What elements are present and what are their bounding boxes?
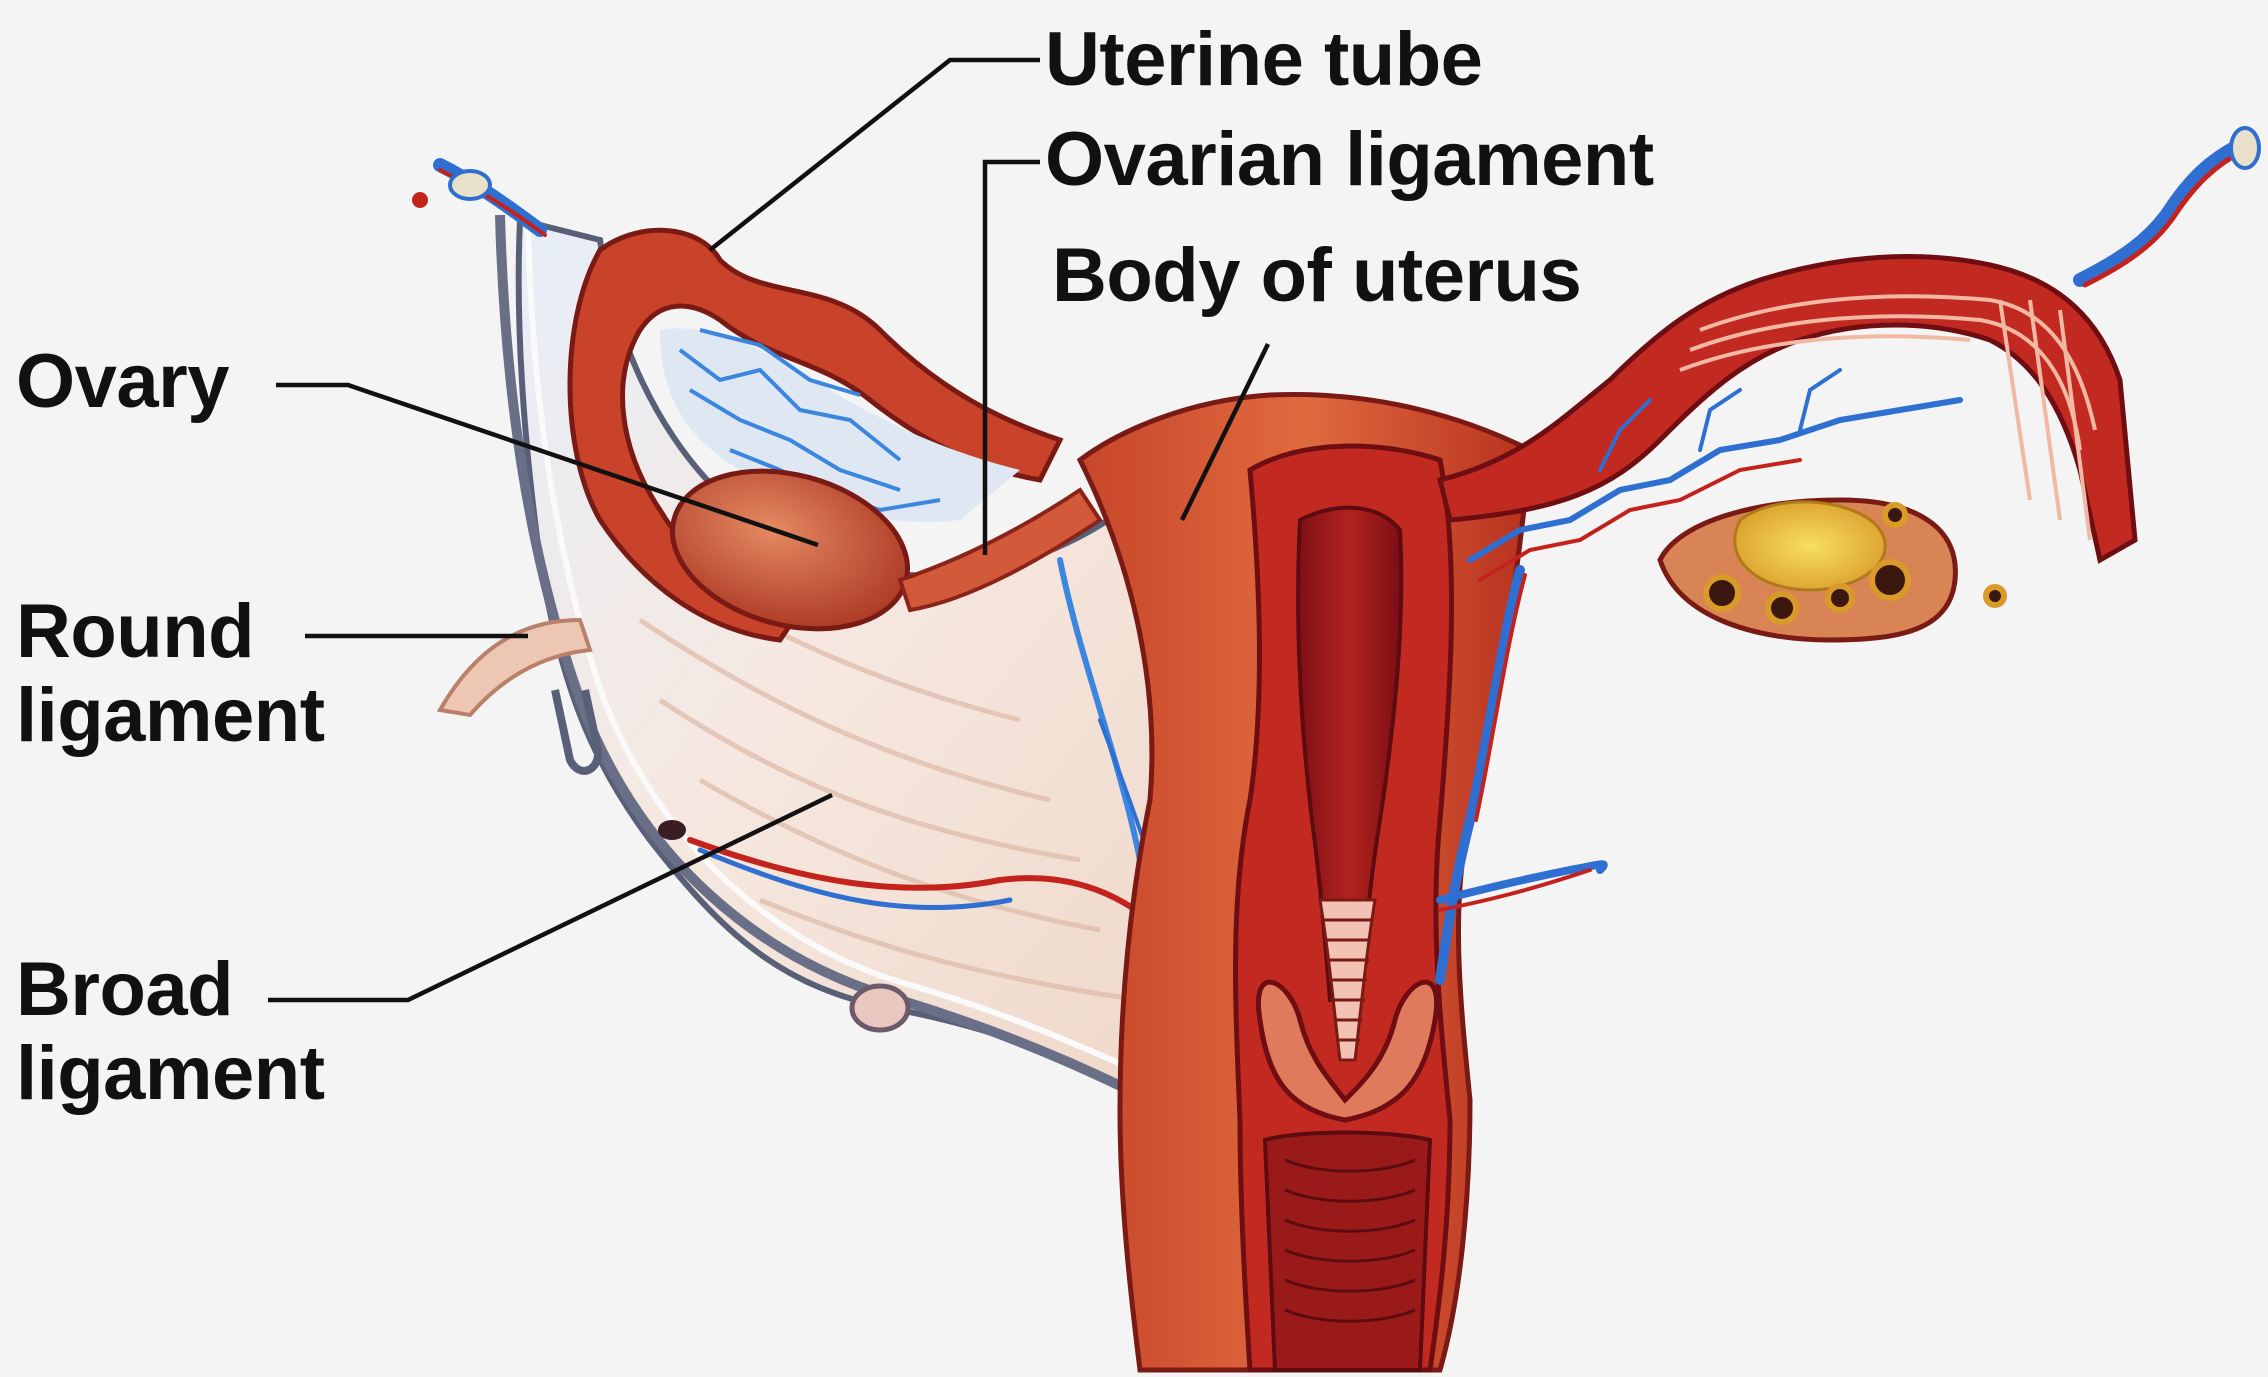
ligament-vessel-cut [852, 986, 908, 1030]
label-round-ligament: Round ligament [16, 590, 325, 758]
ligament-vessel-cut-2 [658, 820, 686, 840]
label-ovarian-ligament: Ovarian ligament [1045, 118, 1654, 202]
label-broad-ligament-line-1: Broad [16, 948, 325, 1032]
label-broad-ligament: Broad ligament [16, 948, 325, 1116]
label-uterine-tube: Uterine tube [1045, 18, 1482, 102]
right-suspensory-vessels [2080, 128, 2259, 285]
leader-uterine-tube [710, 60, 1040, 250]
label-round-ligament-line-1: Round [16, 590, 325, 674]
leader-ovarian-ligament [985, 162, 1040, 555]
label-ovary: Ovary [16, 340, 229, 424]
label-body-of-uterus: Body of uterus [1052, 234, 1581, 318]
label-broad-ligament-line-2: ligament [16, 1032, 325, 1116]
left-suspensory-vessels [412, 165, 545, 235]
label-round-ligament-line-2: ligament [16, 674, 325, 758]
corpus-luteum [1735, 502, 1886, 590]
